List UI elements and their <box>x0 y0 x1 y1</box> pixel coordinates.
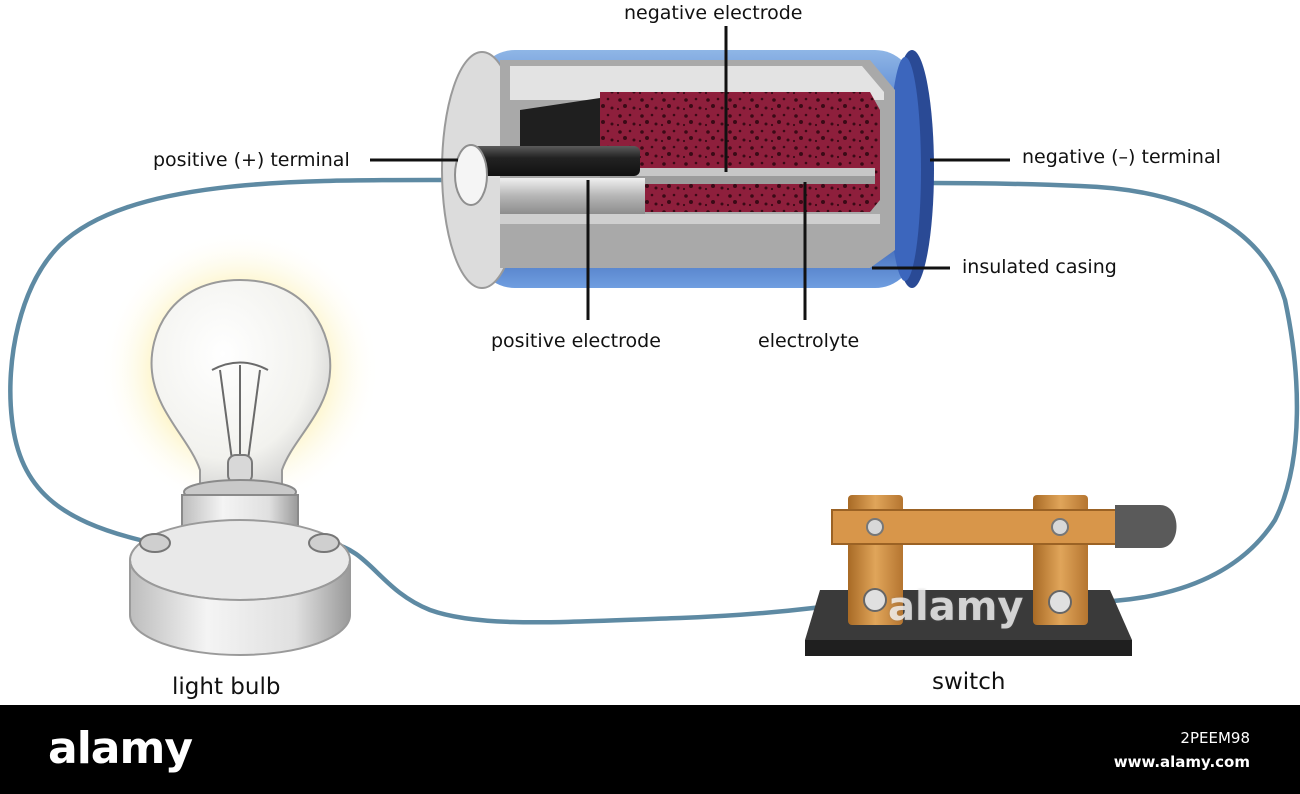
footer-url: www.alamy.com <box>1113 753 1250 771</box>
label-positive-terminal: positive (+) terminal <box>153 149 350 171</box>
label-switch: switch <box>932 669 1006 695</box>
switch-handle <box>1115 505 1177 548</box>
switch-terminal-screw <box>1048 590 1072 614</box>
positive-electrode <box>465 146 640 176</box>
label-electrolyte: electrolyte <box>758 330 860 352</box>
light-bulb <box>100 230 380 656</box>
label-negative-terminal: negative (–) terminal <box>1022 146 1221 168</box>
knife-switch <box>805 495 1177 656</box>
label-insulated-casing: insulated casing <box>962 256 1117 278</box>
label-negative-electrode: negative electrode <box>624 2 803 24</box>
footer-logo: alamy <box>48 723 193 774</box>
battery-circuit-diagram <box>8 26 1300 656</box>
wire-bulb-to-switch <box>327 540 868 625</box>
footer-bar: alamy 2PEEM98 www.alamy.com <box>0 705 1300 794</box>
label-positive-electrode: positive electrode <box>491 330 661 352</box>
battery <box>441 50 934 289</box>
wire-battery-to-bulb <box>8 177 449 543</box>
bulb-base <box>129 559 351 656</box>
label-light-bulb: light bulb <box>172 674 281 700</box>
footer-image-id: 2PEEM98 <box>1180 729 1250 747</box>
switch-terminal-screw <box>863 588 887 612</box>
electrolyte <box>600 168 875 178</box>
watermark-text: alamy <box>888 584 1024 630</box>
bulb-filament <box>211 361 269 461</box>
wire-switch-to-battery <box>927 180 1300 605</box>
label-leader-lines <box>370 26 1010 320</box>
positive-terminal <box>454 144 488 206</box>
